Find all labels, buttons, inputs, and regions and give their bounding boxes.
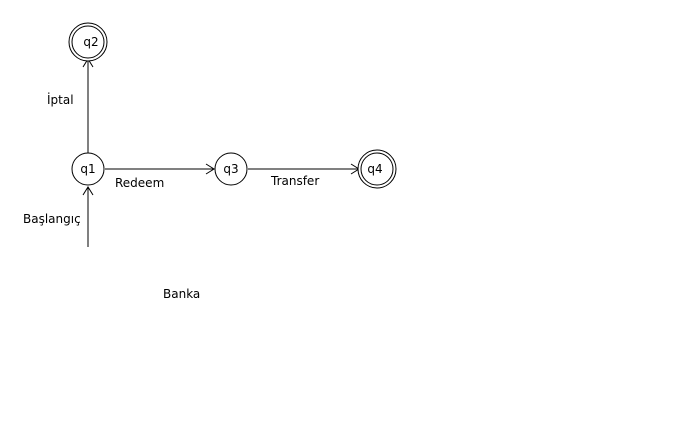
transfer-edge-label: Transfer bbox=[270, 174, 319, 188]
state-q1-label: q1 bbox=[80, 162, 95, 176]
iptal-edge-label: İptal bbox=[47, 92, 74, 107]
diagram-caption: Banka bbox=[163, 287, 200, 301]
start-arrowhead bbox=[82, 186, 94, 196]
redeem-edge-label: Redeem bbox=[115, 176, 164, 190]
state-q4: q4 bbox=[357, 149, 397, 189]
state-q2-label: q2 bbox=[83, 35, 98, 49]
transition-transfer: Transfer bbox=[248, 163, 360, 188]
start-edge-label: Başlangıç bbox=[23, 212, 81, 226]
redeem-arrowhead bbox=[205, 163, 215, 175]
state-q3-label: q3 bbox=[223, 162, 238, 176]
state-q1: q1 bbox=[71, 152, 105, 186]
state-q2: q2 bbox=[68, 22, 108, 62]
state-q4-label: q4 bbox=[367, 162, 382, 176]
transition-start: Başlangıç bbox=[23, 186, 94, 247]
transition-iptal: İptal bbox=[47, 58, 94, 153]
state-q4-inner-circle bbox=[360, 152, 394, 186]
state-q1-circle bbox=[71, 152, 105, 186]
transition-redeem: Redeem bbox=[105, 163, 215, 190]
state-q3-circle bbox=[214, 152, 248, 186]
state-q2-inner-circle bbox=[71, 25, 105, 59]
state-q3: q3 bbox=[214, 152, 248, 186]
